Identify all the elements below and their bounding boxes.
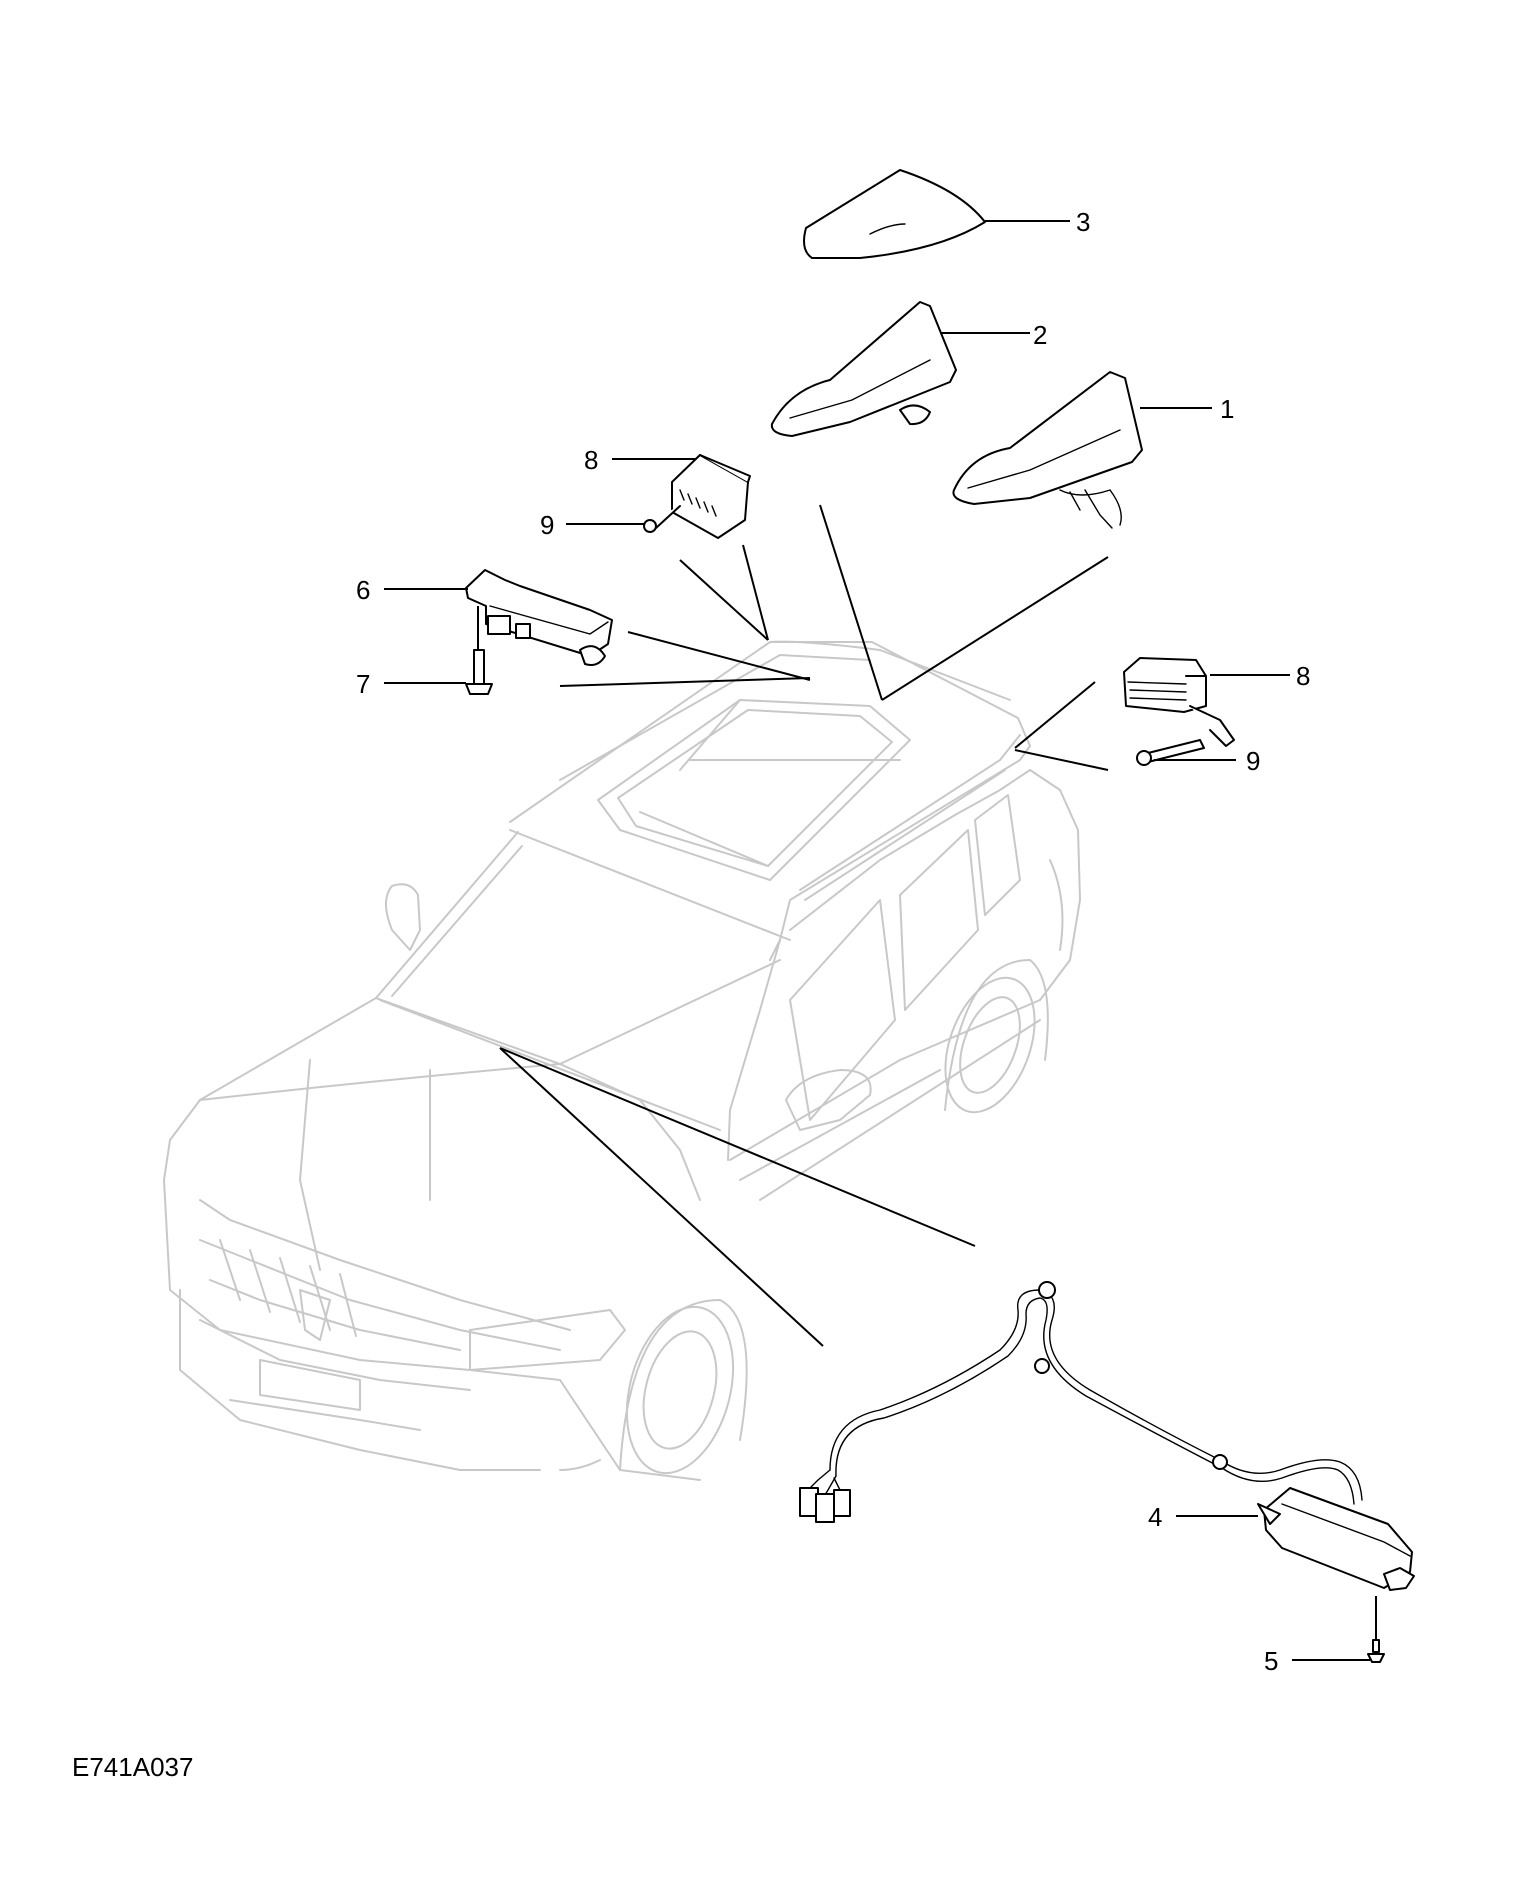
shark-fin-antenna-1: 1 xyxy=(952,371,1234,529)
vehicle-outline xyxy=(163,640,1081,1481)
screw-5: 5 xyxy=(1264,1596,1385,1676)
callout-8-right: 8 xyxy=(1296,661,1310,691)
callout-9-right: 9 xyxy=(1246,746,1260,776)
callout-9-left: 9 xyxy=(540,510,554,540)
antenna-cover: 3 xyxy=(803,169,1090,259)
vehicle-leader-lines xyxy=(499,504,1109,1347)
shark-fin-antenna-2: 2 xyxy=(770,301,1047,437)
callout-3: 3 xyxy=(1076,207,1090,237)
callout-6: 6 xyxy=(356,575,370,605)
reference-code: E741A037 xyxy=(72,1752,194,1782)
callout-1: 1 xyxy=(1220,394,1234,424)
callout-4: 4 xyxy=(1148,1502,1162,1532)
callout-2: 2 xyxy=(1033,320,1047,350)
screw-left-9: 9 xyxy=(540,505,681,540)
callout-8-left: 8 xyxy=(584,445,598,475)
callout-5: 5 xyxy=(1264,1646,1278,1676)
antenna-amplifier-left: 8 xyxy=(584,445,751,539)
callout-7: 7 xyxy=(356,669,370,699)
bolt-7: 7 xyxy=(356,606,493,699)
antenna-harness-4: 4 xyxy=(799,1281,1415,1591)
screw-right-9: 9 xyxy=(1136,739,1260,776)
antenna-module-6: 6 xyxy=(356,569,613,666)
antenna-amplifier-right: 8 xyxy=(1123,657,1310,747)
